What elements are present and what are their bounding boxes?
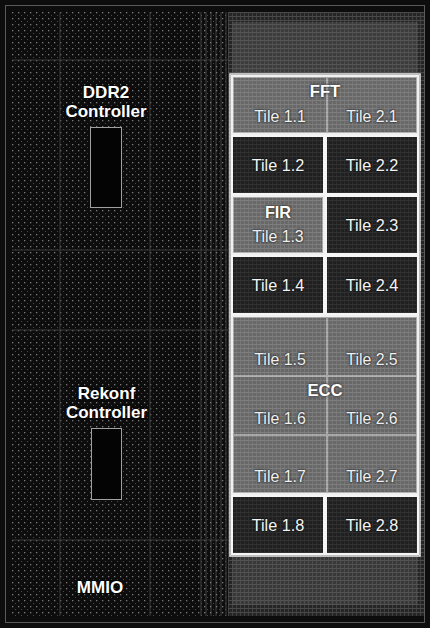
tile-label: Tile 1.7 <box>234 467 326 487</box>
accelerator-region: ECC Tile 1.5Tile 2.5Tile 1.6Tile 2.6Tile … <box>231 315 419 495</box>
region-label: FFT <box>233 82 417 102</box>
block-label: MMIO <box>77 578 123 598</box>
tile-label: Tile 1.1 <box>234 107 326 127</box>
accelerator-region: FIR Tile 1.3 <box>231 195 325 255</box>
tile-grid-outline <box>230 74 420 556</box>
tile-box: Tile 2.5 <box>327 317 417 376</box>
controller-block: DDR2 Controller <box>90 127 122 208</box>
controller-block: Rekonf Controller <box>91 428 122 500</box>
tile-label: Tile 2.1 <box>328 107 416 127</box>
tile-label: Tile 1.6 <box>234 409 326 429</box>
routing-column <box>200 12 228 616</box>
tile-box: Tile 1.8 <box>231 495 325 555</box>
tile-label: Tile 2.4 <box>327 275 417 295</box>
tile-box: Tile 2.1 <box>327 77 417 133</box>
tile-label: Tile 1.2 <box>233 155 323 175</box>
tile-label: Tile 2.5 <box>328 350 416 370</box>
routing-band <box>232 555 418 605</box>
tile-label: Tile 2.2 <box>327 155 417 175</box>
tile-box: Tile 1.4 <box>231 255 325 315</box>
tile-label: Tile 1.4 <box>233 275 323 295</box>
tile-box: Tile 2.7 <box>327 435 417 493</box>
tile-box: Tile 1.7 <box>233 435 327 493</box>
tile-label: Tile 1.3 <box>234 227 322 247</box>
routing-area <box>228 12 424 616</box>
tile-box: Tile 2.4 <box>325 255 419 315</box>
tile-label: Tile 1.8 <box>233 515 323 535</box>
accelerator-region: FFT Tile 1.1Tile 2.1 <box>231 75 419 135</box>
tile-label: Tile 2.7 <box>328 467 416 487</box>
die-outline <box>6 6 425 623</box>
tile-box: Tile 1.2 <box>231 135 325 195</box>
wire-lines <box>12 12 228 616</box>
tile-box: Tile 2.2 <box>325 135 419 195</box>
tile-label: Tile 1.5 <box>234 350 326 370</box>
tile-box: Tile 2.3 <box>325 195 419 255</box>
logic-area <box>12 12 228 616</box>
routing-band <box>232 22 418 75</box>
region-label: ECC <box>233 381 417 401</box>
tile-box: Tile 2.8 <box>325 495 419 555</box>
block-heading: Rekonf Controller <box>46 384 168 423</box>
tile-box: Tile 1.5 <box>233 317 327 376</box>
tile-label: Tile 2.6 <box>328 409 416 429</box>
tile-label: Tile 2.3 <box>327 215 417 235</box>
block-heading: DDR2 Controller <box>45 83 167 122</box>
tile-label: Tile 2.8 <box>327 515 417 535</box>
region-label: FIR <box>233 202 323 222</box>
